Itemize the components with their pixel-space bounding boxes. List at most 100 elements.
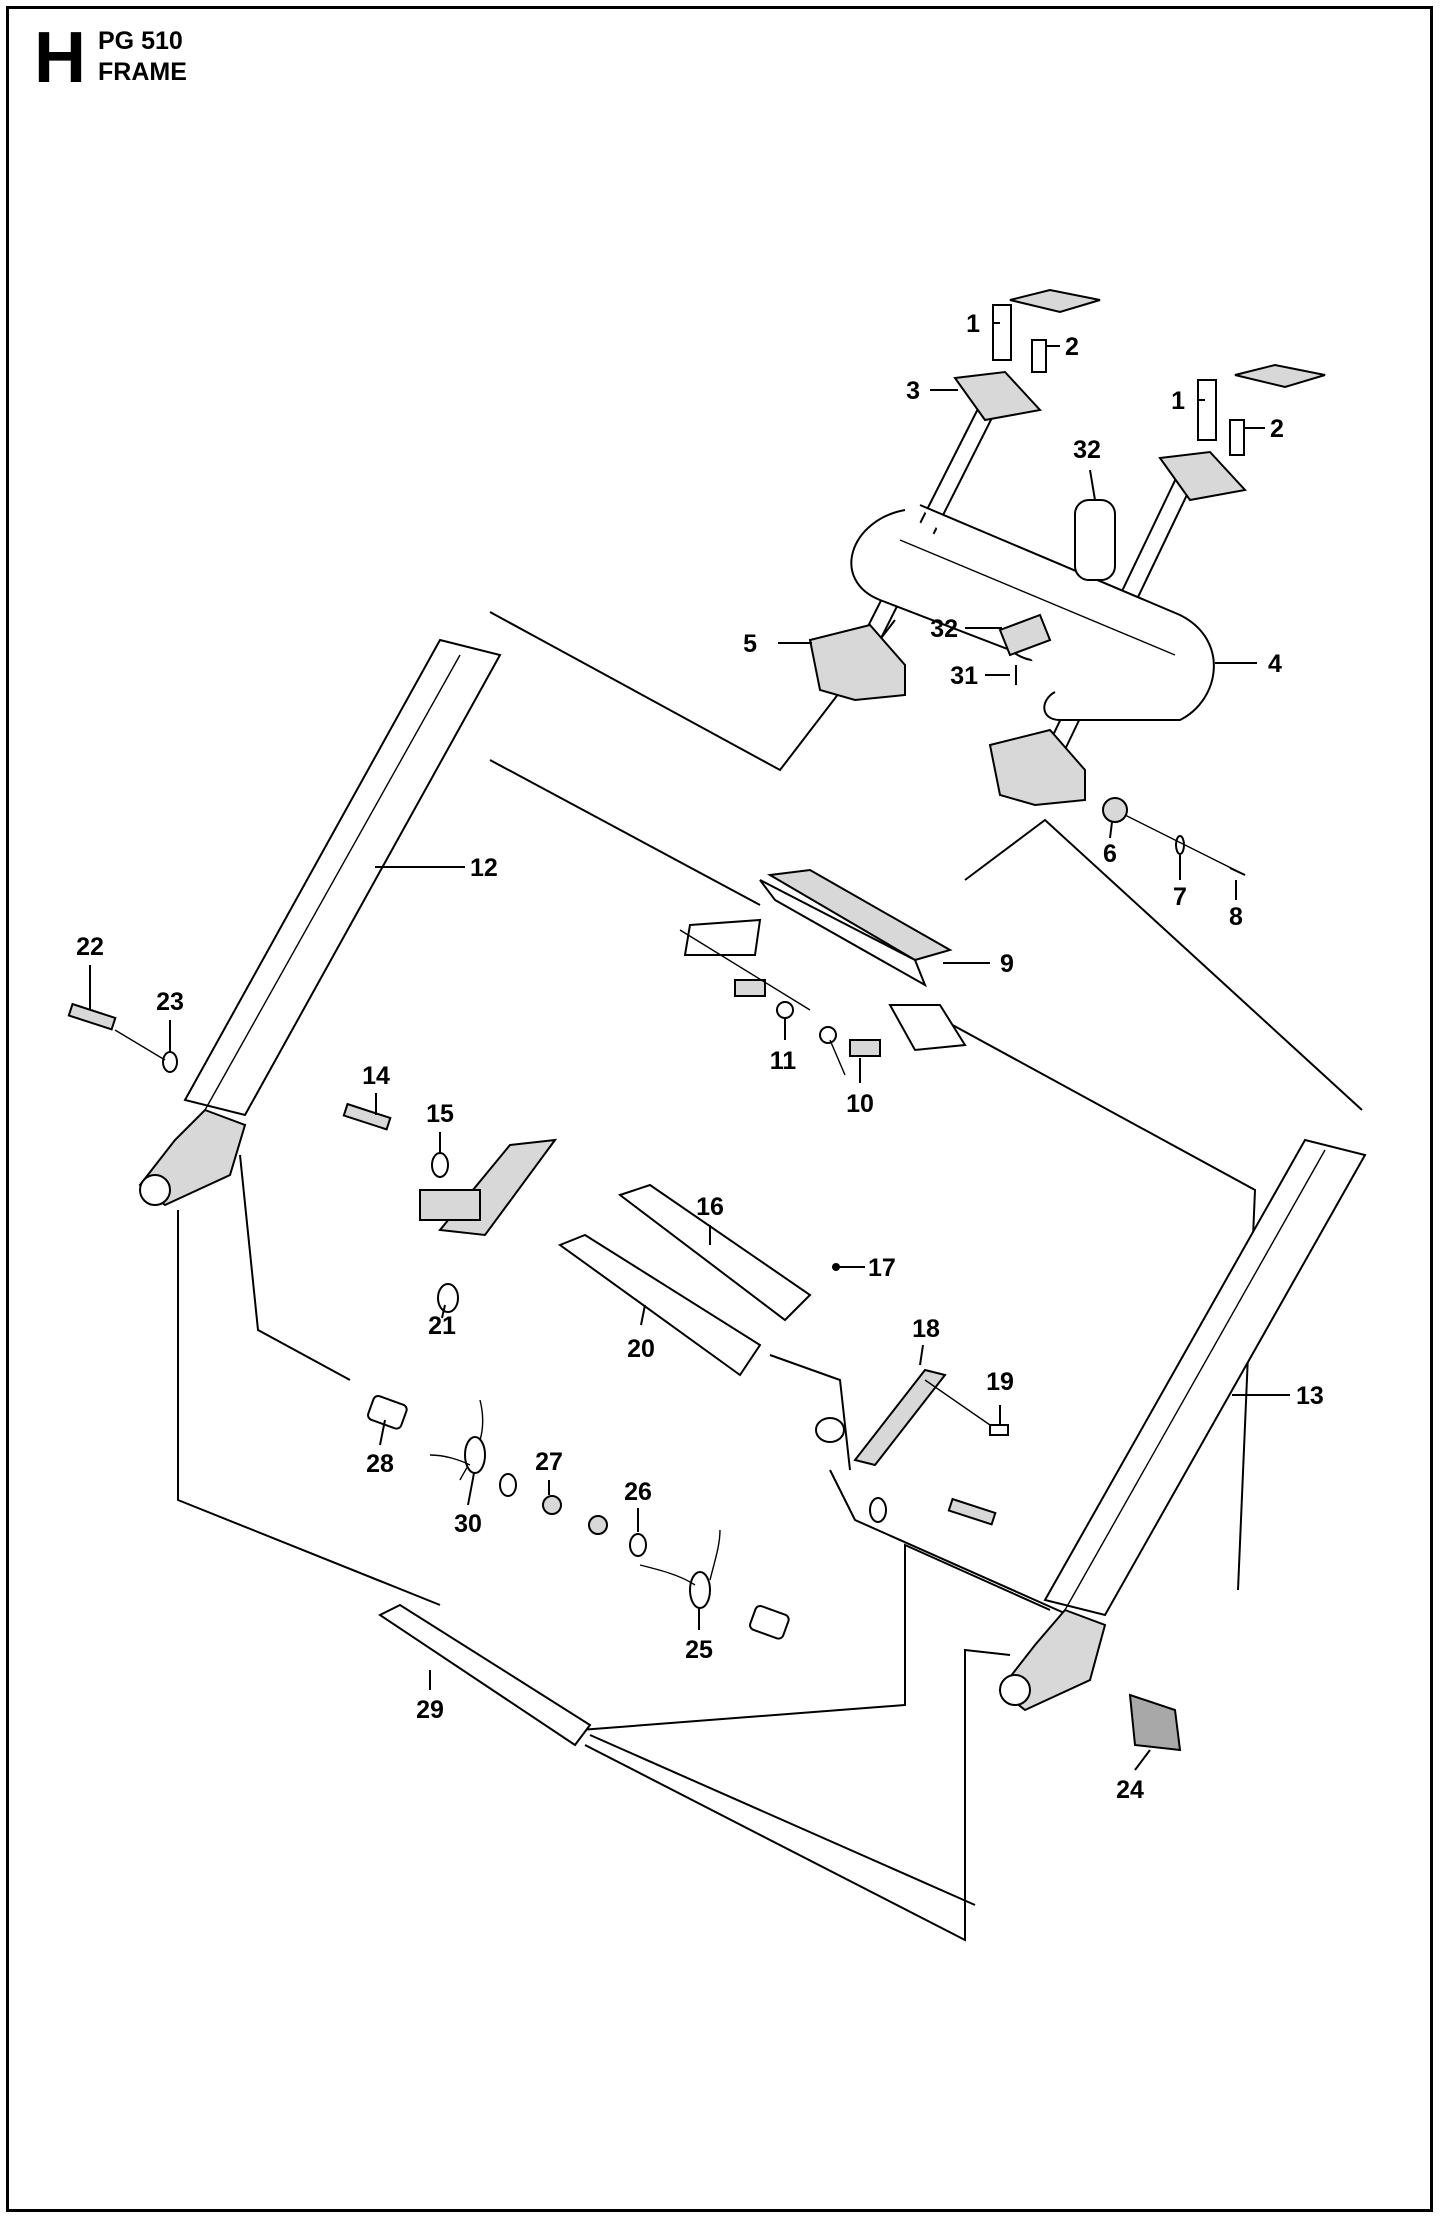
callout-17: 17 bbox=[868, 1254, 896, 1282]
callout-13: 13 bbox=[1296, 1382, 1324, 1410]
washer-7 bbox=[1175, 835, 1185, 855]
spring-30-coil bbox=[464, 1436, 486, 1474]
washer-23 bbox=[162, 1051, 178, 1073]
clamp-pin-left bbox=[1031, 339, 1047, 373]
right-frame-rail bbox=[998, 1138, 1367, 1712]
model-number: PG 510 bbox=[98, 27, 183, 55]
shaft-29 bbox=[378, 1603, 592, 1747]
nut-11 bbox=[776, 1001, 794, 1019]
bracket-9-face bbox=[759, 879, 927, 988]
sleeve-25b bbox=[749, 1604, 790, 1640]
clamp-bolt-left bbox=[992, 304, 1012, 361]
washer-15 bbox=[431, 1152, 449, 1178]
callout-30: 30 bbox=[454, 1510, 482, 1538]
handle-clamp-right bbox=[1158, 450, 1247, 502]
callout-23: 23 bbox=[156, 988, 184, 1016]
washer-lower-right bbox=[869, 1497, 887, 1523]
bracket-assembly bbox=[679, 868, 967, 1076]
callout-10: 10 bbox=[846, 1090, 874, 1118]
callout-5: 5 bbox=[743, 630, 757, 658]
washer-26 bbox=[629, 1533, 647, 1557]
callout-15: 15 bbox=[426, 1100, 454, 1128]
bracket-flap-right bbox=[888, 1004, 967, 1052]
roller-linkage bbox=[67, 1002, 1009, 1526]
callout-26: 26 bbox=[624, 1478, 652, 1506]
clamp-pin-right bbox=[1229, 419, 1245, 456]
handle-assembly bbox=[808, 288, 1326, 876]
clamp-lever-right bbox=[1234, 363, 1326, 389]
link-left-block bbox=[419, 1189, 481, 1221]
bolt-14 bbox=[342, 1102, 392, 1131]
u-bar-right-arm bbox=[919, 504, 1215, 721]
callout-22: 22 bbox=[76, 933, 104, 961]
callout-28: 28 bbox=[366, 1450, 394, 1478]
lower-clamp-right bbox=[988, 728, 1086, 807]
callout-7: 7 bbox=[1173, 883, 1187, 911]
right-rail-body bbox=[1043, 1138, 1367, 1617]
callout-2b: 2 bbox=[1270, 415, 1284, 443]
callout-1a: 1 bbox=[966, 310, 980, 338]
bracket-9-top bbox=[766, 868, 953, 962]
callout-20: 20 bbox=[627, 1335, 655, 1363]
callout-29: 29 bbox=[416, 1696, 444, 1724]
plate-10 bbox=[849, 1039, 881, 1057]
callout-4: 4 bbox=[1268, 650, 1282, 678]
link-right-eye bbox=[815, 1417, 845, 1443]
pin-17 bbox=[832, 1263, 840, 1271]
callout-1b: 1 bbox=[1171, 387, 1185, 415]
handle-clamp-left bbox=[953, 370, 1042, 422]
left-frame-rail bbox=[138, 638, 502, 1207]
callout-8: 8 bbox=[1229, 903, 1243, 931]
callout-19: 19 bbox=[986, 1368, 1014, 1396]
callout-27: 27 bbox=[535, 1448, 563, 1476]
clamp-bolt-right bbox=[1197, 379, 1217, 441]
springs-assembly bbox=[367, 1394, 1182, 1752]
sleeve-28 bbox=[367, 1394, 408, 1430]
callout-18: 18 bbox=[912, 1315, 940, 1343]
link-right bbox=[853, 1368, 947, 1467]
nut-26 bbox=[588, 1515, 608, 1535]
section-letter: H bbox=[34, 18, 86, 98]
plate-11 bbox=[734, 979, 766, 997]
bolt-19 bbox=[989, 1424, 1009, 1436]
callout-21: 21 bbox=[428, 1312, 456, 1340]
left-rail-hole bbox=[139, 1174, 171, 1206]
foot-24 bbox=[1128, 1693, 1182, 1752]
callout-25: 25 bbox=[685, 1636, 713, 1664]
callout-3: 3 bbox=[906, 377, 920, 405]
washer-27 bbox=[499, 1473, 517, 1497]
spring-25-arm bbox=[709, 1529, 721, 1581]
nut-27 bbox=[542, 1495, 562, 1515]
left-rail-body bbox=[183, 638, 502, 1117]
sleeve-32 bbox=[1074, 499, 1116, 581]
bolt-22 bbox=[67, 1002, 117, 1031]
roller-20 bbox=[557, 1233, 762, 1377]
callout-32a: 32 bbox=[1073, 436, 1101, 464]
bracket-flap-left bbox=[683, 918, 762, 956]
leader-lines bbox=[89, 322, 1290, 1771]
diagram-title: FRAME bbox=[98, 58, 187, 86]
spring-25-coil bbox=[689, 1571, 711, 1609]
callout-14: 14 bbox=[362, 1062, 390, 1090]
callout-24: 24 bbox=[1116, 1776, 1144, 1804]
bolt-lower-right bbox=[947, 1497, 997, 1526]
right-rail-hole bbox=[999, 1674, 1031, 1706]
callout-9: 9 bbox=[1000, 950, 1014, 978]
clamp-lever-left bbox=[1009, 288, 1101, 314]
callout-labels: 1 2 3 1 2 32 32 31 5 4 6 7 8 12 9 11 10 … bbox=[76, 310, 1324, 1804]
callout-32b: 32 bbox=[930, 615, 958, 643]
callout-6: 6 bbox=[1103, 840, 1117, 868]
knob-6 bbox=[1102, 797, 1128, 823]
callout-12: 12 bbox=[470, 854, 498, 882]
holder-32 bbox=[998, 613, 1052, 657]
roller-16 bbox=[617, 1183, 812, 1322]
washer-21 bbox=[437, 1283, 459, 1313]
page-border bbox=[6, 6, 1433, 2212]
callout-31: 31 bbox=[950, 662, 978, 690]
callout-2a: 2 bbox=[1065, 333, 1079, 361]
callout-11: 11 bbox=[770, 1047, 797, 1075]
lower-clamp-left bbox=[808, 623, 906, 702]
callout-16: 16 bbox=[696, 1193, 724, 1221]
